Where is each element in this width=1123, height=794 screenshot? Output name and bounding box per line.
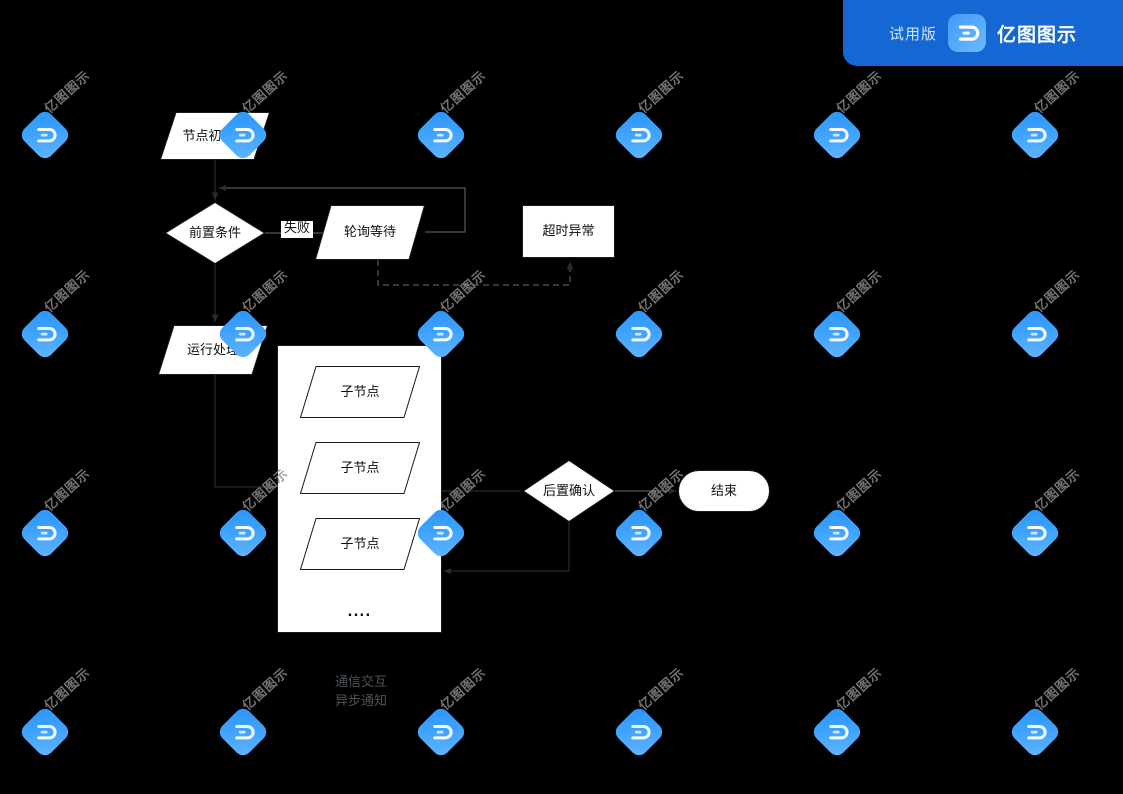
group-ellipsis-label: .... <box>347 605 372 620</box>
brand-label: 亿图图示 <box>997 23 1078 46</box>
flow-node-label: 运行处理 <box>186 342 239 358</box>
flow-node-run[interactable]: 运行处理 <box>158 325 268 375</box>
flow-node-label: 轮询等待 <box>343 225 396 240</box>
flow-node-label: 后置确认 <box>542 483 595 499</box>
flow-node-label: 节点初始化 <box>182 128 248 144</box>
flow-node-end[interactable]: 结束 <box>678 470 770 512</box>
edge-polling-to-timeout <box>377 260 574 286</box>
flow-node-label: 子节点 <box>340 384 380 400</box>
flow-node-label: 子节点 <box>340 460 380 476</box>
trial-badge[interactable]: 试用版 亿图图示 <box>843 0 1123 66</box>
flow-node-label: 前置条件 <box>188 225 241 241</box>
flow-node-timeout[interactable]: 超时异常 <box>522 205 615 258</box>
flow-node-init[interactable]: 节点初始化 <box>160 112 270 160</box>
edge-run-to-group <box>214 375 275 491</box>
flow-node-label: 结束 <box>710 483 737 499</box>
flow-node-polling[interactable]: 轮询等待 <box>315 205 425 260</box>
fail-label[interactable]: 失败 <box>281 221 314 238</box>
edraw-logo-icon <box>948 14 986 52</box>
edge-polling-loopback <box>219 185 466 233</box>
flow-node-precond[interactable]: 前置条件 <box>165 202 265 264</box>
flow-node-label: 子节点 <box>340 536 380 552</box>
trial-label: 试用版 <box>888 24 937 43</box>
flow-node-label: 超时异常 <box>542 224 595 239</box>
note-comm[interactable]: 通信交互 <box>335 675 388 690</box>
edge-postconf-return <box>444 522 570 574</box>
flow-node-child1[interactable]: 子节点 <box>300 366 420 418</box>
flow-node-child3[interactable]: 子节点 <box>300 518 420 570</box>
note-async[interactable]: 异步通知 <box>335 694 388 709</box>
flow-node-child2[interactable]: 子节点 <box>300 442 420 494</box>
flow-node-postconf[interactable]: 后置确认 <box>523 460 615 522</box>
